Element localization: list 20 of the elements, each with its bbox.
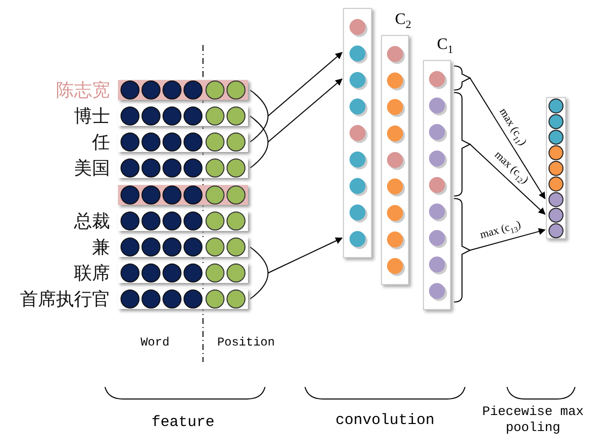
arrow: [250, 78, 343, 168]
arrow: [454, 66, 546, 200]
arrow: [454, 198, 546, 302]
text-label: feature: [150, 414, 216, 432]
word-label: 任: [92, 131, 110, 153]
text-label: Piecewise max pooling: [481, 404, 585, 436]
column-label: C$_{2}$: [395, 11, 412, 34]
word-label: 联席: [74, 262, 110, 284]
text-label: Word: [140, 336, 170, 350]
word-label: 博士: [74, 105, 110, 127]
word-label: 兼: [92, 236, 110, 258]
text-label: Position: [216, 336, 276, 350]
arrow: [454, 92, 546, 215]
word-label: 美国: [74, 157, 110, 179]
word-label: 陈志宽: [56, 79, 110, 101]
word-label: 总裁: [74, 210, 110, 232]
word-label: 首席执行官: [20, 288, 110, 310]
arrow: [250, 52, 343, 142]
text-label: convolution: [334, 412, 436, 430]
column-label: C$_{1}$: [437, 36, 454, 58]
